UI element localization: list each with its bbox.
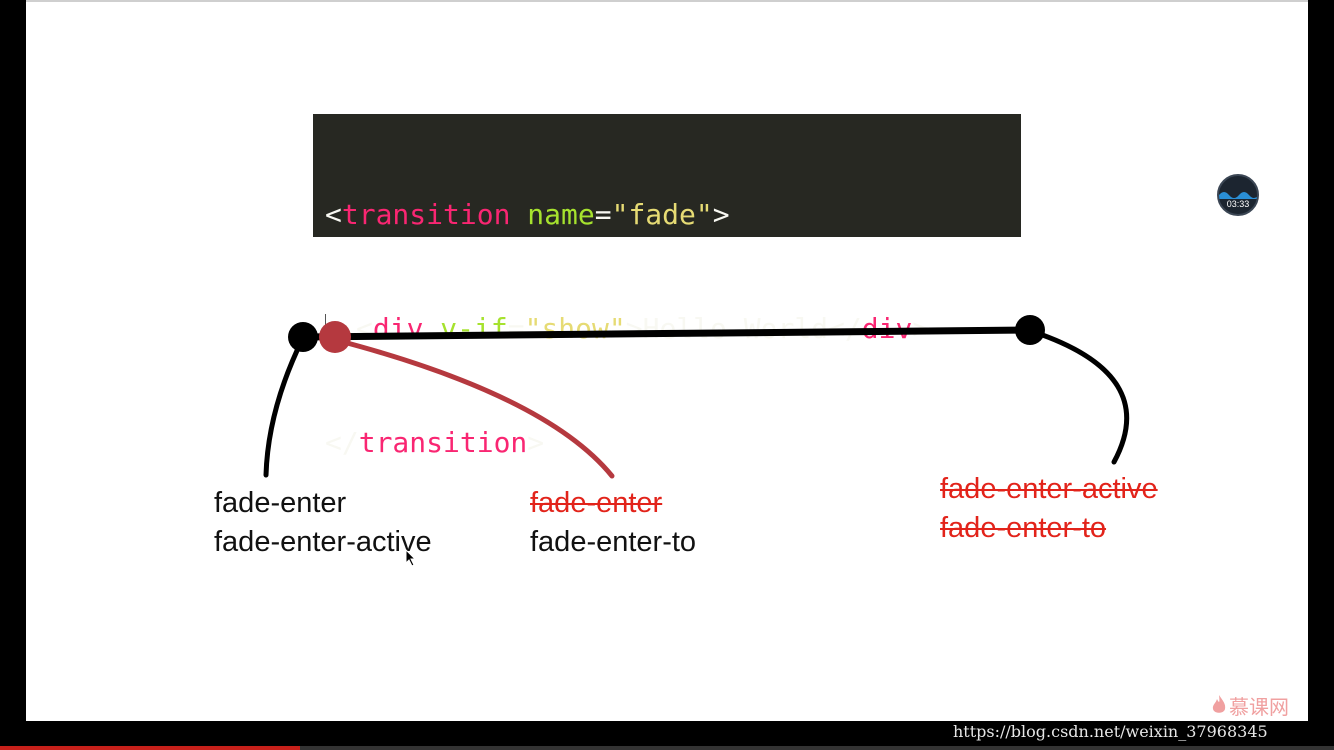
brand-name: 慕课网 [1229, 694, 1289, 719]
code-string: "fade" [611, 198, 713, 231]
timeline-line [299, 326, 1034, 341]
next-frame-connector [333, 337, 615, 479]
code-string: "show" [524, 312, 626, 345]
code-punct: = [594, 198, 612, 231]
code-line-3: </transition> [325, 424, 1021, 462]
slide-border [26, 0, 1308, 2]
watermark-url: https://blog.csdn.net/weixin_37968345 [953, 722, 1268, 741]
brand-logo: 慕课网 [1211, 690, 1289, 720]
wave-icon [1219, 192, 1257, 199]
end-dot [1015, 315, 1045, 345]
code-line-1: <transition name="fade"> [325, 196, 1021, 234]
video-progress-bar[interactable] [0, 746, 1334, 750]
timer-badge[interactable]: 03:33 [1217, 174, 1259, 216]
video-progress-fill [0, 746, 301, 750]
mouse-cursor-icon [405, 549, 417, 567]
next-frame-label-removed: fade-enter [530, 487, 663, 519]
code-punct: > [527, 426, 545, 459]
timer-text: 03:33 [1226, 199, 1250, 209]
code-attr: v-if [440, 312, 508, 345]
start-dot [288, 322, 318, 352]
code-tag: transition [358, 426, 528, 459]
end-connector [1031, 329, 1130, 465]
next-frame-dot [319, 321, 351, 353]
start-label-2: fade-enter-active [214, 526, 432, 558]
code-punct: > [712, 198, 730, 231]
code-punct: < [325, 198, 342, 231]
timeline-diagram [263, 315, 1130, 479]
start-label-1: fade-enter [214, 487, 347, 519]
next-frame-label-added: fade-enter-to [530, 526, 697, 558]
code-text: Hello World [642, 312, 829, 345]
end-label-removed-2: fade-enter-to [940, 512, 1107, 544]
code-punct: </ [325, 426, 359, 459]
slide: <transition name="fade"> <div v-if="show… [26, 0, 1308, 721]
code-tag: transition [341, 198, 511, 231]
flame-icon [1212, 695, 1226, 713]
start-connector [263, 337, 305, 478]
end-label-removed-1: fade-enter-active [940, 473, 1158, 505]
code-attr: name [527, 198, 595, 231]
code-block: <transition name="fade"> <div v-if="show… [313, 114, 1021, 459]
